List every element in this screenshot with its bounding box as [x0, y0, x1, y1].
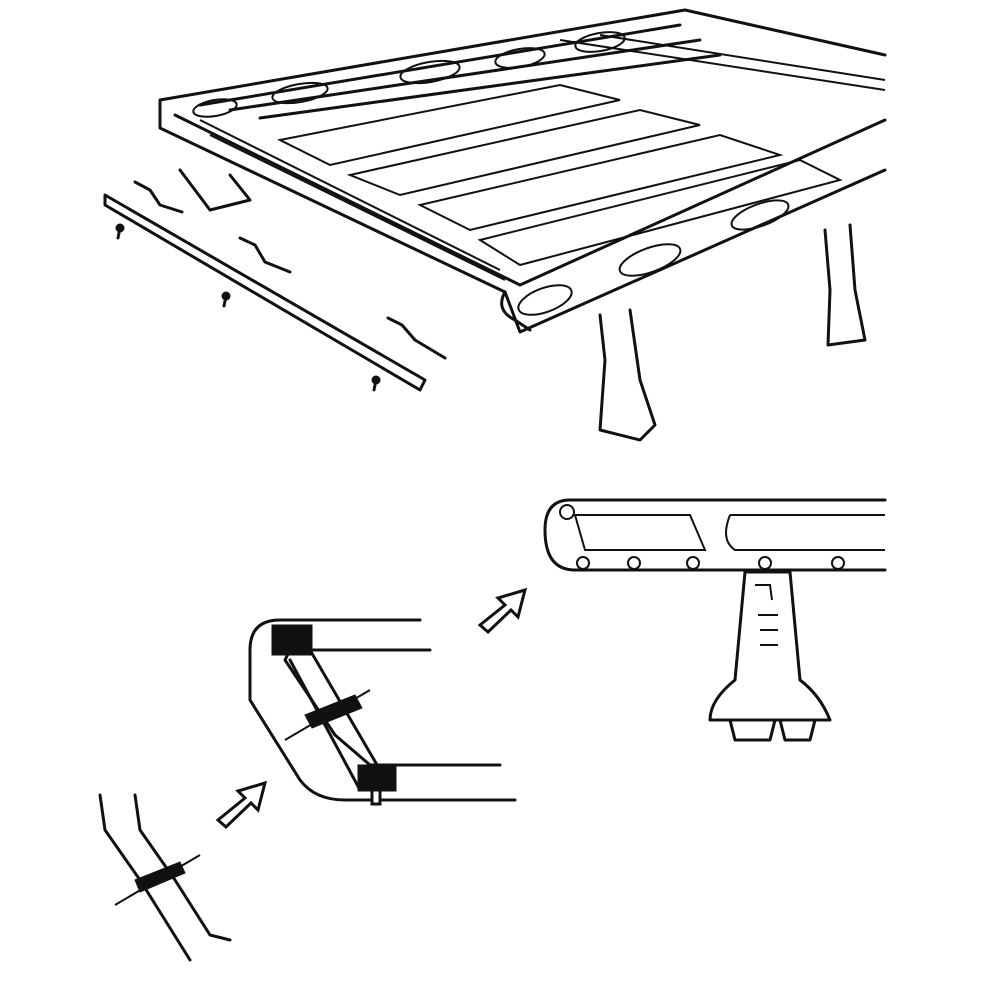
arrow-icon	[477, 587, 528, 635]
frame-cutouts	[192, 31, 790, 316]
rail-holes	[559, 504, 845, 570]
arrow-icon	[215, 780, 268, 830]
side-strip	[103, 168, 427, 392]
rack-leg-front	[598, 308, 657, 442]
detail-small-bracket	[98, 793, 232, 962]
rack-slats	[199, 34, 886, 281]
detail-rail-leg	[543, 498, 887, 742]
brackets	[133, 180, 447, 360]
screws	[115, 223, 381, 392]
detail-corner-bracket	[248, 618, 517, 806]
roof-rack-frame	[158, 8, 887, 334]
rack-leg-rear	[823, 223, 867, 347]
